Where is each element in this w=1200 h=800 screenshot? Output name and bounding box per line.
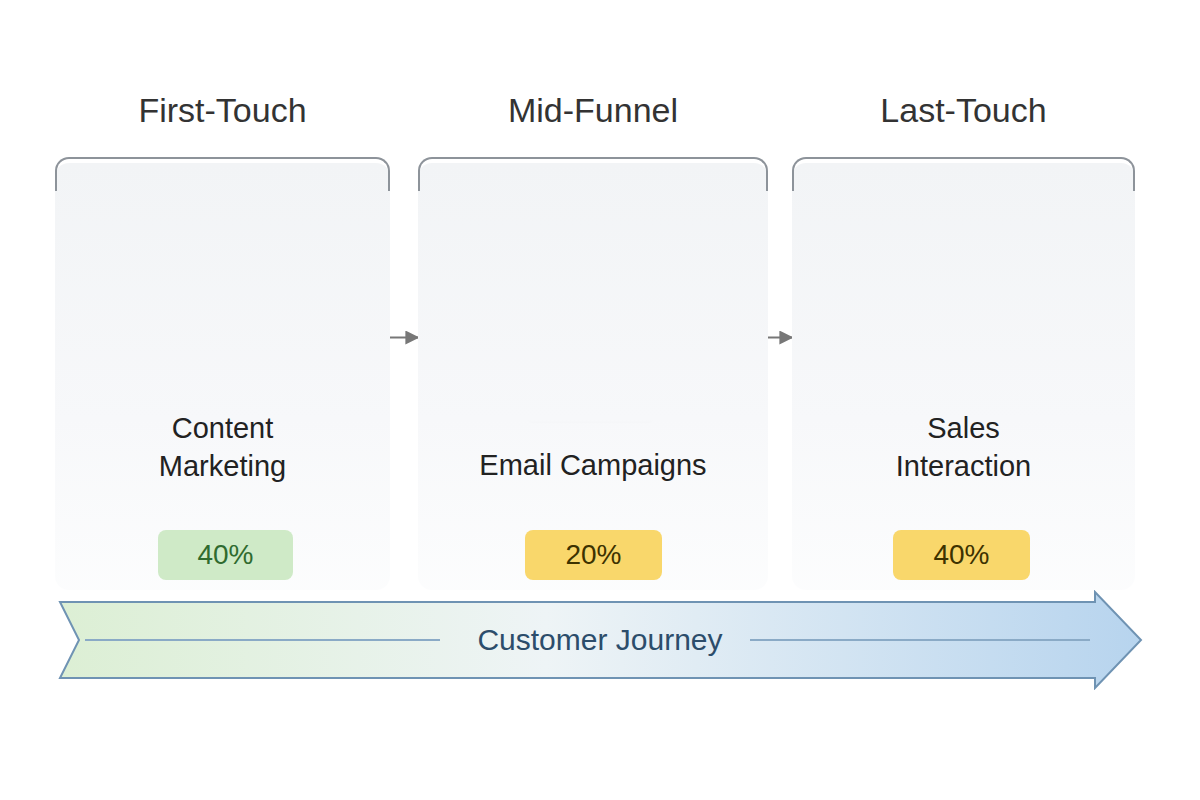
document-icon-part [236, 275, 282, 278]
envelope-icon-part [530, 343, 651, 386]
laptop-icon [508, 195, 672, 314]
percentage-badge: 20% [525, 530, 662, 580]
document-icon-part [258, 350, 282, 372]
laptop-icon-part [551, 225, 600, 264]
document-icon-part [312, 337, 390, 339]
people-icon-part [1001, 227, 1023, 249]
document-icon-part [236, 293, 282, 296]
envelope-icon-part [528, 340, 653, 422]
document-icon-part [192, 249, 282, 252]
stage-card [418, 163, 768, 590]
stage-bracket [55, 157, 390, 191]
document-icon-part [192, 317, 282, 320]
percentage-value: 40% [158, 530, 293, 580]
document-icon-part [192, 268, 226, 300]
percentage-value: 20% [525, 530, 662, 580]
cycle-arrows [456, 248, 768, 388]
lightbulb-icon-part [130, 264, 150, 284]
people-icon-part [912, 255, 1012, 355]
stage-bracket [792, 157, 1135, 191]
stage-bracket [418, 157, 768, 191]
stage-card [792, 163, 1135, 590]
laptop-icon-part [602, 313, 614, 315]
document-icon-part [192, 335, 282, 338]
document-icon [178, 228, 390, 394]
lightbulb-icon-part [108, 210, 116, 218]
percentage-value: 40% [893, 530, 1030, 580]
stage-heading: Mid-Funnel [418, 91, 768, 130]
people-icon-part [892, 253, 932, 275]
lightbulb-icon-part [97, 241, 108, 244]
envelope-icon [528, 340, 653, 422]
channel-label: Email Campaigns [433, 447, 753, 485]
lightbulb-icon-part [139, 196, 142, 208]
people-icon-part [954, 346, 970, 382]
lightbulb-icon-part [164, 210, 172, 218]
people-icon-part [944, 328, 980, 348]
lightbulb-icon-part [130, 276, 150, 278]
laptop-icon-part [525, 195, 655, 285]
funnel-stage: Mid-FunnelEmail Campaigns 20% [418, 85, 768, 590]
channel-label: Content Marketing [118, 410, 328, 485]
journey-line [85, 639, 440, 641]
people-icon-part [975, 211, 1049, 285]
lightbulb-icon-part [119, 223, 161, 265]
stage-heading: First-Touch [55, 91, 390, 130]
laptop-icon-part [535, 205, 645, 275]
journey-label: Customer Journey [55, 590, 1145, 690]
people-icon-part [901, 227, 923, 249]
flow-arrow [768, 337, 792, 339]
lightbulb-icon-part [172, 241, 183, 244]
cycle-arrows-part [664, 250, 728, 388]
journey-line [750, 639, 1090, 641]
people-icon [875, 211, 1049, 382]
stage-heading: Last-Touch [792, 91, 1135, 130]
stage-card [55, 163, 390, 590]
people-icon-part [992, 253, 1032, 275]
people-icon-part [902, 326, 1022, 382]
percentage-badge: 40% [893, 530, 1030, 580]
cycle-arrows-part [745, 337, 768, 339]
percentage-badge: 40% [158, 530, 293, 580]
document-icon-part [178, 228, 296, 390]
document-icon-part [190, 236, 308, 394]
channel-label: Sales Interaction [864, 410, 1064, 485]
flow-arrow [390, 337, 418, 339]
document-icon-part [192, 355, 246, 358]
lightbulb-icon [97, 196, 183, 284]
laptop-icon-part [508, 289, 672, 301]
laptop-icon-part [560, 313, 574, 315]
envelope-icon-part [613, 390, 641, 410]
envelope-icon-part [540, 390, 568, 410]
funnel-stage: First-TouchContent Marketing 40% [55, 85, 390, 590]
cycle-arrows-part [456, 248, 518, 386]
journey-arrow: Customer Journey [55, 590, 1145, 690]
funnel-stage: Last-TouchSales Interaction 40% [792, 85, 1135, 590]
lightbulb-icon-part [130, 270, 150, 272]
people-icon-part [875, 211, 949, 285]
people-icon-part [932, 260, 992, 320]
